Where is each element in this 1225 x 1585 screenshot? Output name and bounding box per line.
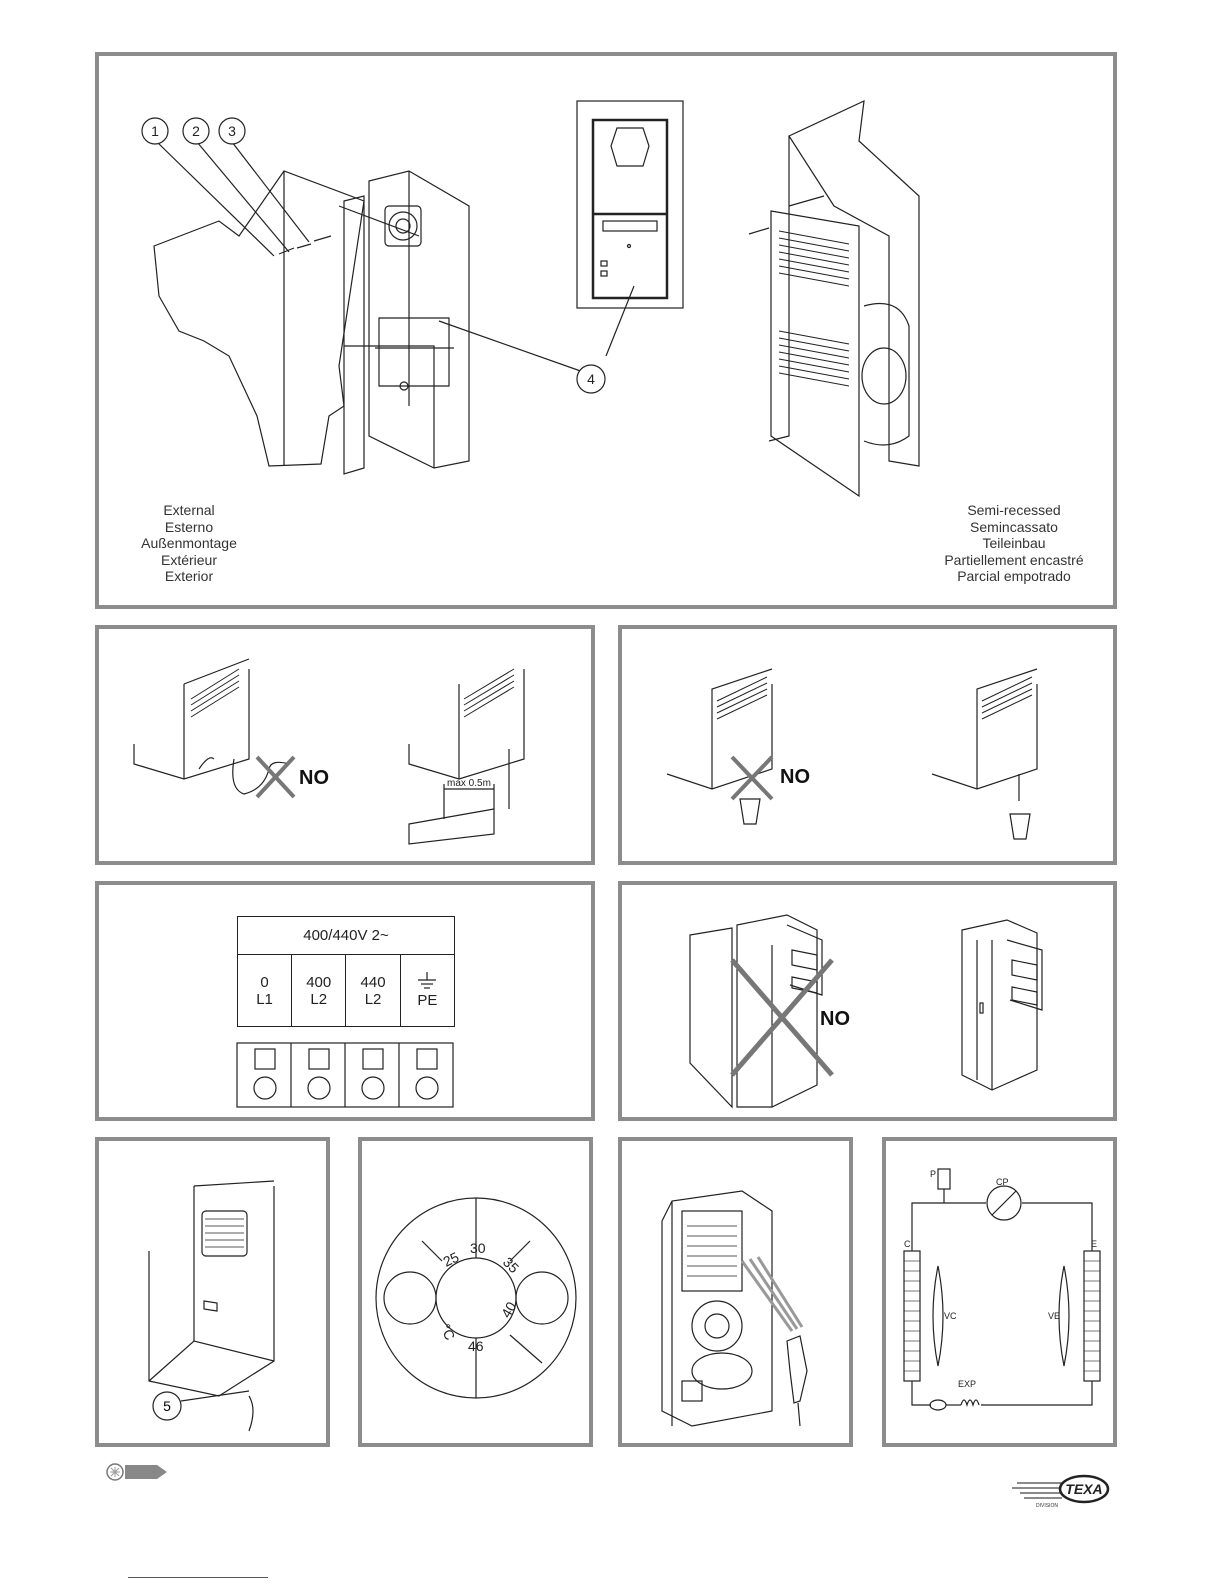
no-label: NO bbox=[820, 1008, 850, 1030]
label-e: E bbox=[1091, 1239, 1097, 1249]
callout-4-text: 4 bbox=[587, 371, 595, 387]
refrigerant-circuit-diagram: P CP C E VC VE EXP bbox=[886, 1141, 1113, 1443]
label-cp: CP bbox=[996, 1177, 1009, 1187]
max-length-label: max 0.5m bbox=[447, 778, 491, 789]
texa-logo: TEXA DIVISION bbox=[1012, 1473, 1112, 1509]
panel-mounting-types: 1 2 3 4 External Esterno Außenmontage Ex… bbox=[95, 52, 1117, 609]
callout-3-text: 3 bbox=[228, 123, 236, 139]
callout-5-text: 5 bbox=[163, 1398, 171, 1414]
panel-refrigerant-circuit: P CP C E VC VE EXP bbox=[882, 1137, 1117, 1447]
texa-logo-text: TEXA bbox=[1065, 1481, 1102, 1497]
dial-46: 46 bbox=[468, 1338, 484, 1354]
label-p: P bbox=[930, 1169, 936, 1179]
panel-drain-cup: NO bbox=[618, 625, 1117, 865]
dial-25: 25 bbox=[441, 1249, 462, 1270]
footer-link-line bbox=[128, 1577, 268, 1578]
thermostat-dial-illustration: 25 30 35 40 46 °C bbox=[362, 1141, 589, 1443]
internal-components-illustration bbox=[622, 1141, 849, 1443]
ground-icon bbox=[415, 972, 439, 992]
label-c: C bbox=[904, 1239, 911, 1249]
panel-internal-components bbox=[618, 1137, 853, 1447]
dial-unit: °C bbox=[437, 1322, 458, 1343]
panel-drain-outlet: 5 bbox=[95, 1137, 330, 1447]
label-exp: EXP bbox=[958, 1379, 976, 1389]
door-illustration: NO bbox=[622, 885, 1113, 1117]
arrow-logo-icon bbox=[105, 1461, 175, 1483]
no-label: NO bbox=[780, 766, 810, 788]
drain-hose-illustration: NO max 0.5m bbox=[99, 629, 591, 861]
voltage-header: 400/440V 2~ bbox=[238, 917, 455, 955]
panel-drain-hose: NO max 0.5m bbox=[95, 625, 595, 865]
texa-logo-subtext: DIVISION bbox=[1036, 1503, 1058, 1509]
external-caption: External Esterno Außenmontage Extérieur … bbox=[129, 502, 249, 585]
panel-door-closed: NO bbox=[618, 881, 1117, 1121]
semi-recessed-caption: Semi-recessed Semincassato Teileinbau Pa… bbox=[929, 502, 1099, 585]
panel-thermostat-dial: 25 30 35 40 46 °C bbox=[358, 1137, 593, 1447]
terminal-pe: PE bbox=[400, 955, 454, 1027]
no-label: NO bbox=[299, 767, 329, 789]
drain-outlet-illustration: 5 bbox=[99, 1141, 326, 1443]
callout-1-text: 1 bbox=[151, 123, 159, 139]
drain-cup-illustration: NO bbox=[622, 629, 1113, 861]
dial-30: 30 bbox=[470, 1240, 486, 1256]
label-vc: VC bbox=[944, 1311, 957, 1321]
label-ve: VE bbox=[1048, 1311, 1060, 1321]
callout-2-text: 2 bbox=[192, 123, 200, 139]
dial-35: 35 bbox=[500, 1254, 522, 1276]
